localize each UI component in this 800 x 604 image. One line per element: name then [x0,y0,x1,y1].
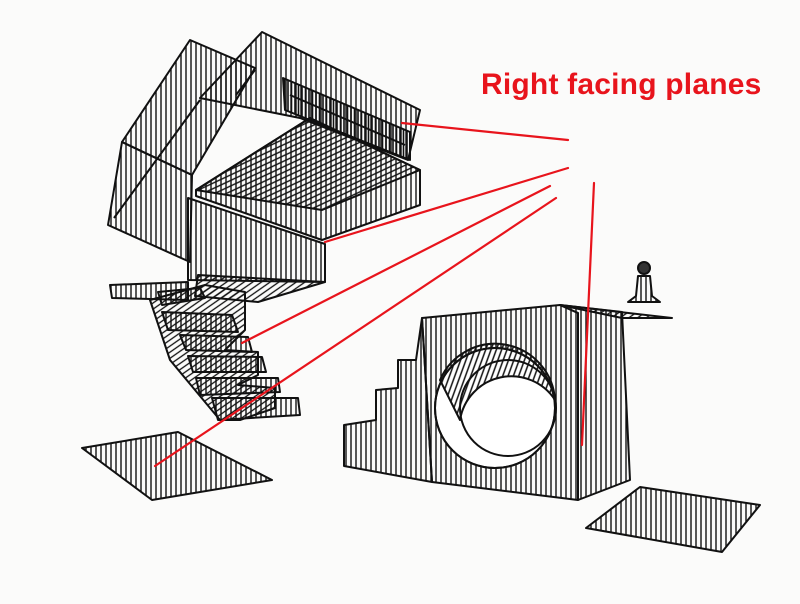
floating-stacked-boxes [107,31,421,303]
pointer-line-upper-box [400,121,570,142]
box-with-round-tunnel [343,304,673,501]
floor-plane-right [585,486,761,553]
pointer-line-tunnel-box [580,181,596,447]
pointer-line-floor-plane [153,196,558,468]
pointer-line-lower-box [323,166,570,244]
chess-pawn [627,261,661,303]
annotation-pointer-lines [153,121,596,468]
annotation-label: Right facing planes [481,68,762,101]
staircase [149,284,301,421]
floor-plane-left [81,431,273,501]
pointer-line-staircase [240,184,552,345]
